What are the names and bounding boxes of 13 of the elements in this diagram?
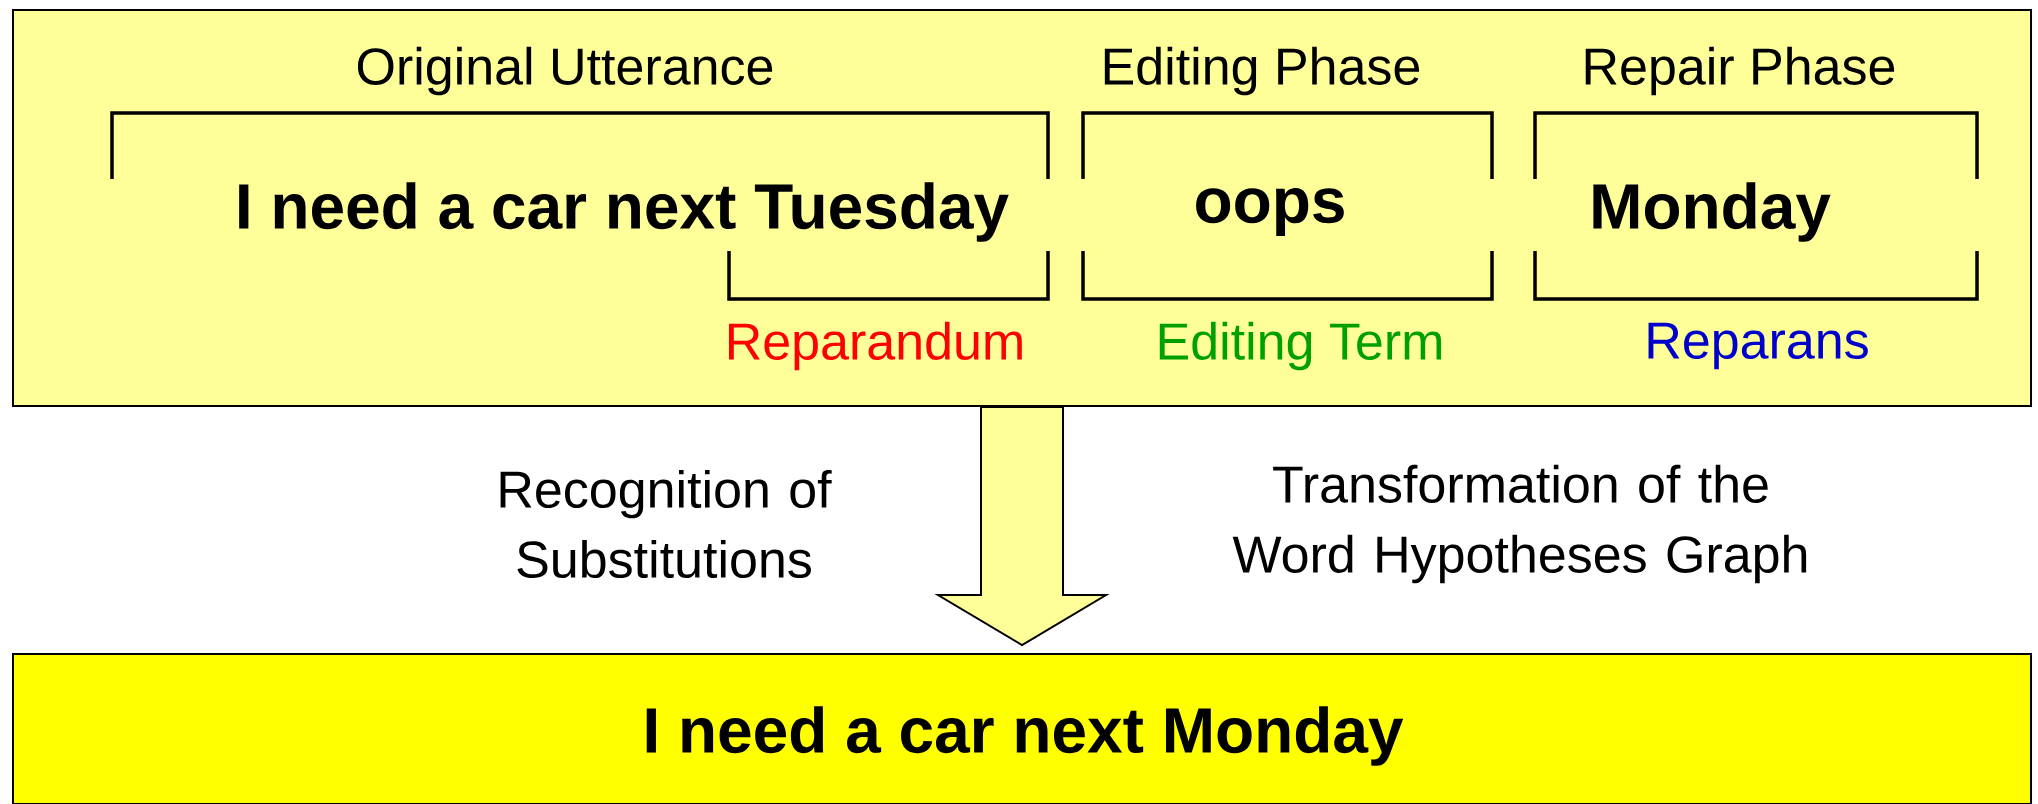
arrow-caption: Transformation of the Word Hypotheses Graph <box>1232 464 1807 584</box>
phase-heading: Editing Phase <box>1104 46 1420 96</box>
block-arrow <box>934 406 1110 647</box>
phase-heading: Original Utterance <box>357 46 773 96</box>
result-box: I need a car next Monday <box>12 653 2032 804</box>
utterance-text: I need a car next Tuesday <box>239 182 1009 242</box>
role-label: Reparans <box>1648 322 1868 370</box>
phase-heading: Repair Phase <box>1585 46 1895 96</box>
utterance-text: oops <box>1196 188 1344 236</box>
arrow-caption: Recognition of Substitutions <box>500 469 832 579</box>
utterance-text: Monday <box>1593 182 1831 242</box>
role-label: Reparandum <box>728 321 1022 371</box>
role-label: Editing Term <box>1159 321 1442 371</box>
